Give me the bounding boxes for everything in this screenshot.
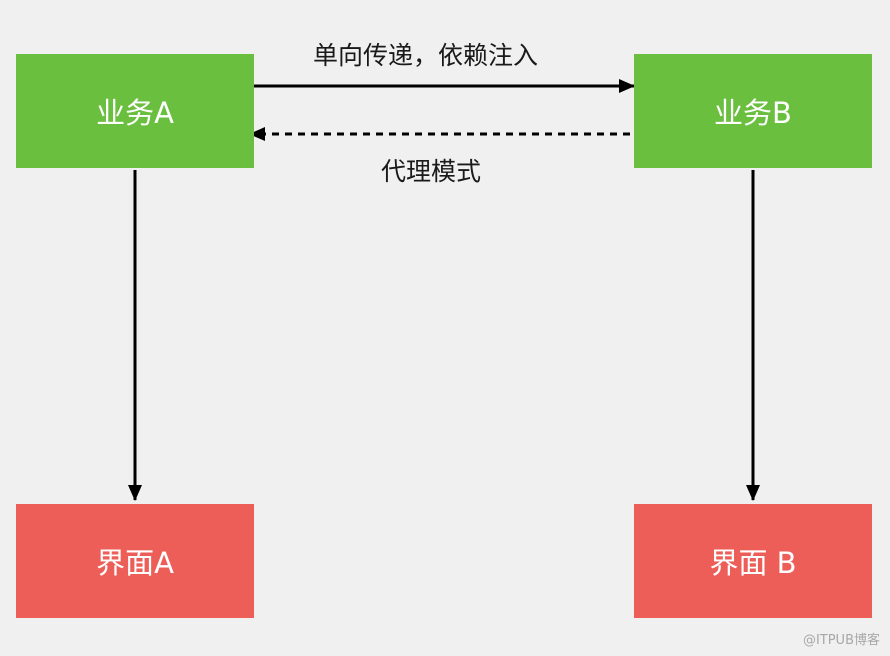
node-jiemian-b: 界面 B bbox=[634, 504, 872, 618]
node-yewu-b: 业务B bbox=[634, 54, 872, 168]
node-jiemian-a-label: 界面A bbox=[96, 546, 174, 580]
node-jiemian-b-label: 界面 B bbox=[709, 546, 797, 580]
watermark: @ITPUB博客 bbox=[802, 633, 880, 648]
edge-label-b-to-a: 代理模式 bbox=[381, 157, 482, 186]
node-yewu-a: 业务A bbox=[16, 54, 254, 168]
edge-label-a-to-b: 单向传递，依赖注入 bbox=[313, 41, 539, 70]
node-yewu-a-label: 业务A bbox=[96, 96, 174, 130]
node-jiemian-a: 界面A bbox=[16, 504, 254, 618]
node-yewu-b-label: 业务B bbox=[714, 96, 792, 130]
